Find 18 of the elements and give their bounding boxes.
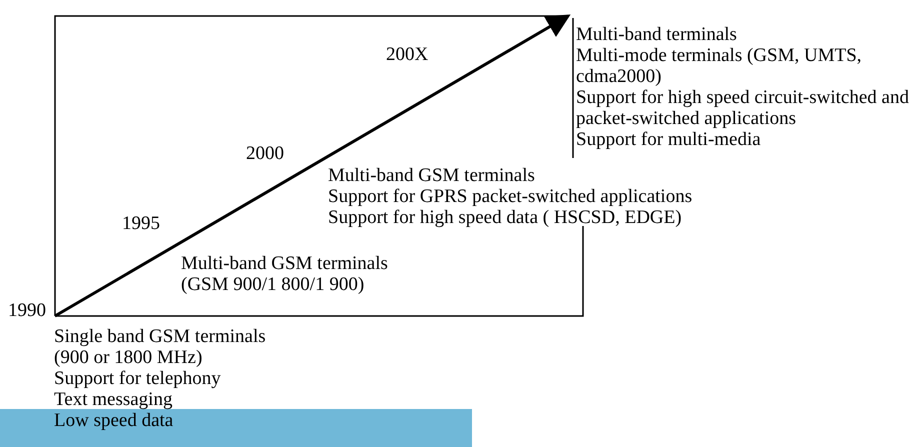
feature-text: Support for high speed data ( HSCSD, EDGE)	[328, 207, 683, 228]
feature-text: Single band GSM terminals	[54, 326, 267, 347]
feature-text: Support for GPRS packet-switched applications	[328, 186, 694, 207]
feature-text: Multi-band terminals	[576, 24, 738, 45]
feature-text: Text messaging	[54, 389, 174, 410]
feature-text: Multi-band GSM terminals	[181, 253, 389, 274]
feature-text: (GSM 900/1 800/1 900)	[181, 274, 366, 295]
feature-text: (900 or 1800 MHz)	[54, 347, 204, 368]
year-label: 1990	[8, 300, 46, 321]
feature-text: Multi-band GSM terminals	[328, 165, 536, 186]
feature-text: Support for telephony	[54, 368, 222, 389]
year-label: 1995	[122, 213, 160, 234]
year-label: 200X	[386, 44, 428, 65]
year-label: 2000	[246, 143, 284, 164]
feature-text: Support for high speed circuit-switched and packet-switched applications	[576, 87, 910, 129]
feature-text: Support for multi-media	[576, 129, 762, 150]
feature-text: Multi-mode terminals (GSM, UMTS, cdma2000)	[576, 45, 863, 87]
feature-text: Low speed data	[54, 410, 174, 431]
